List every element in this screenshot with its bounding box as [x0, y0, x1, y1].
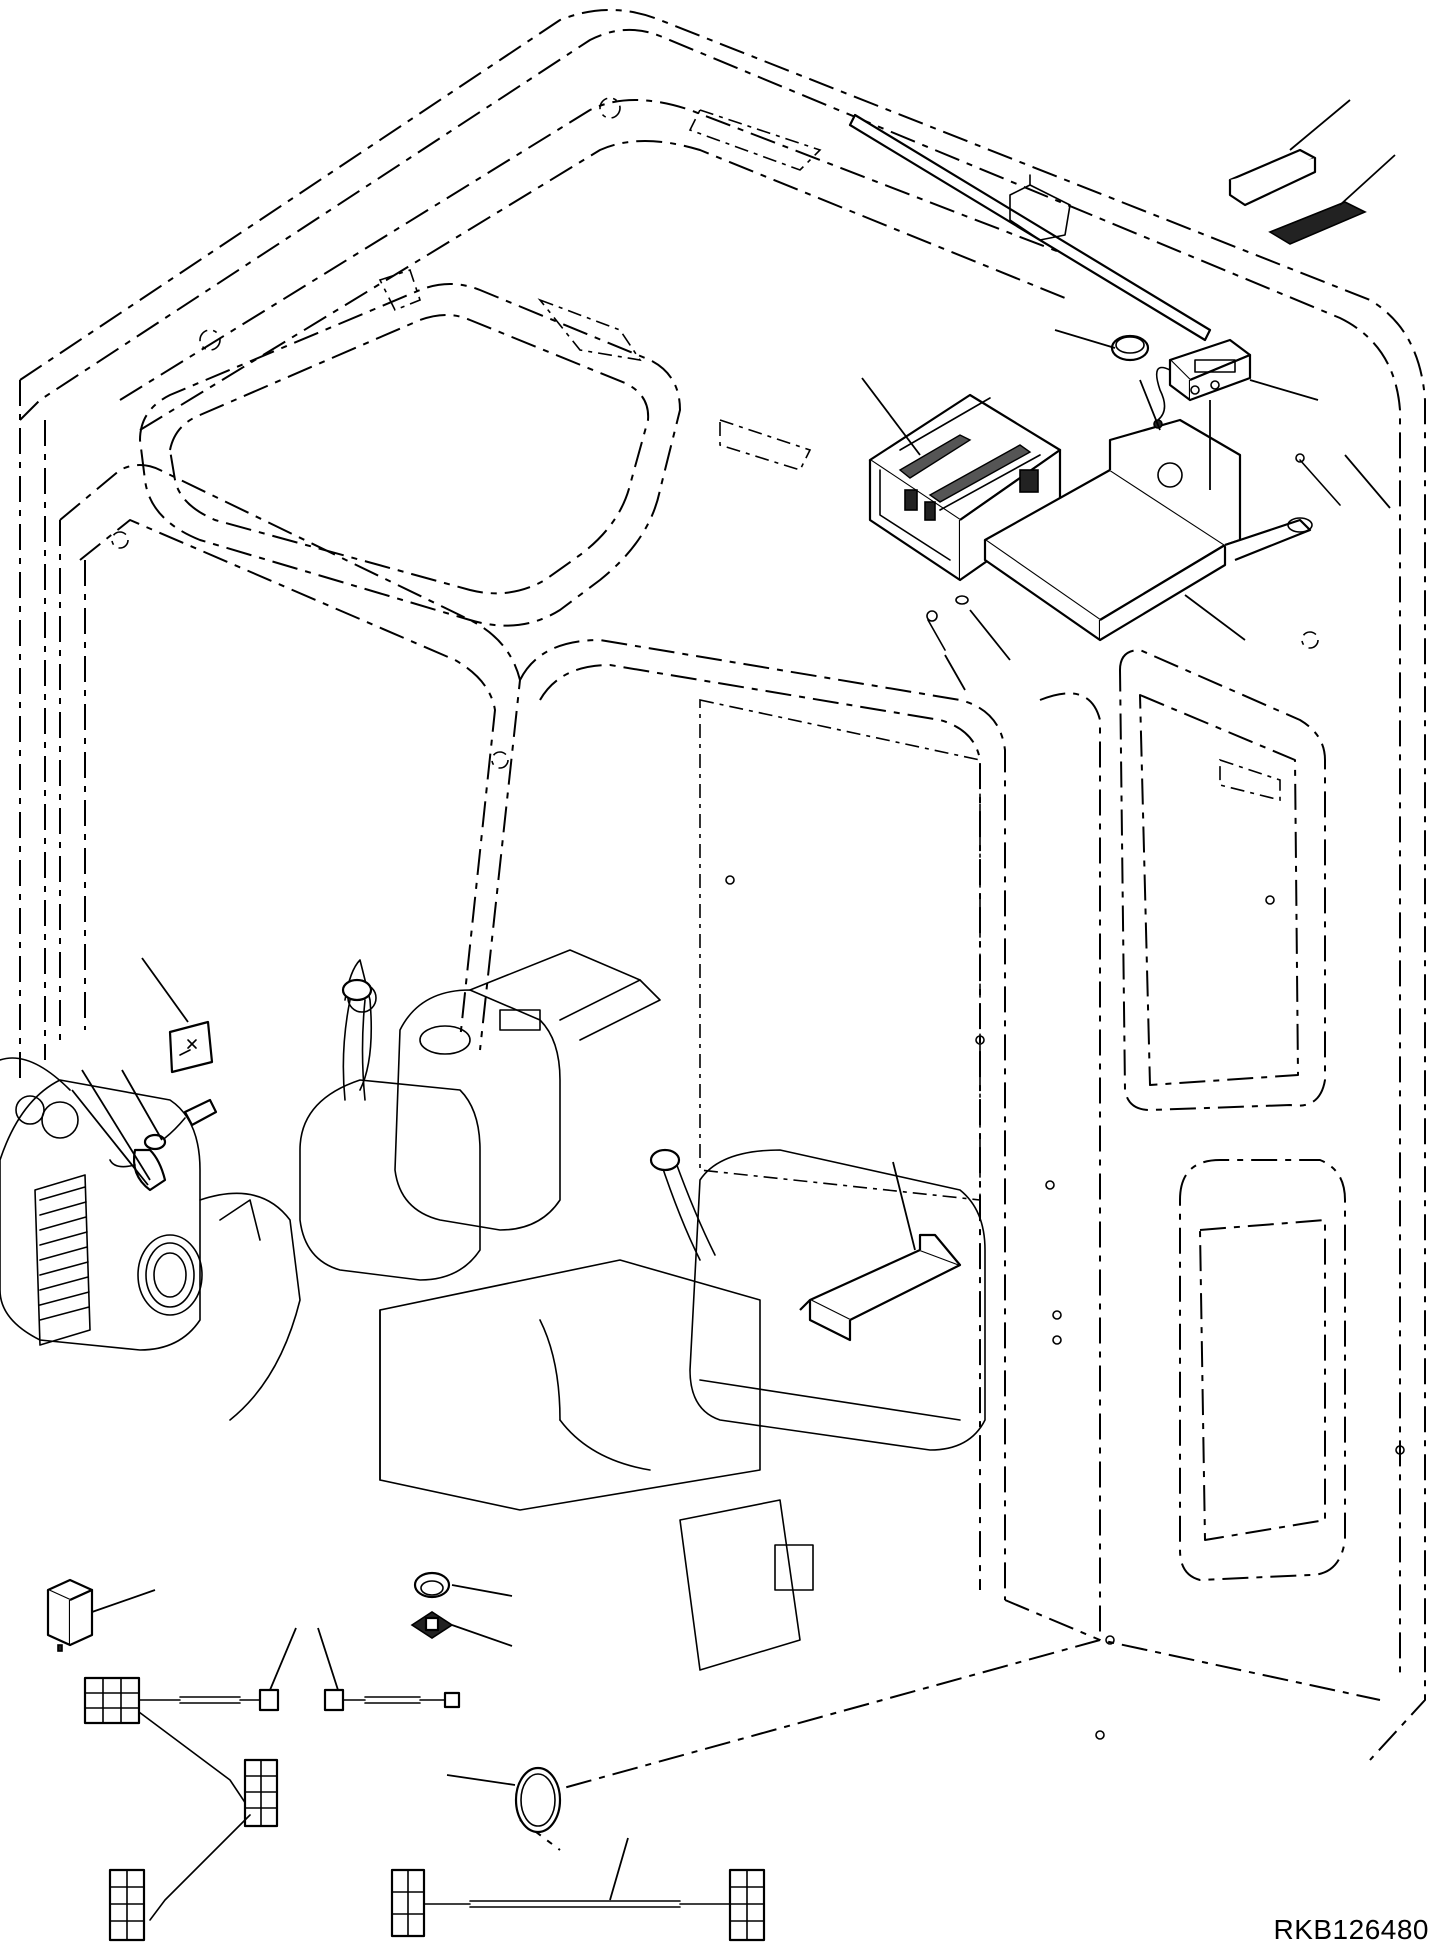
receiver-module — [1153, 338, 1252, 429]
leader-line — [81, 1069, 151, 1181]
connector-12-pin — [83, 1676, 141, 1725]
leader-line — [71, 1089, 149, 1186]
cab-frame-outline — [19, 9, 1426, 1851]
washer — [955, 595, 969, 605]
seat-mount-bracket — [799, 1233, 962, 1342]
switch-connector — [109, 1098, 218, 1192]
operator-seat-base — [379, 1149, 986, 1671]
leader-line — [1139, 379, 1161, 431]
cable-clamp — [413, 1571, 451, 1599]
connector-8-pin-lower — [108, 1868, 146, 1942]
leader-line — [944, 654, 966, 691]
leader-line — [1289, 99, 1351, 151]
relay — [46, 1578, 94, 1652]
leader-line — [1344, 454, 1391, 509]
leader-line — [1339, 154, 1396, 206]
caution-label — [168, 1020, 214, 1074]
leader-line — [451, 1584, 513, 1597]
connector-6-pin-left — [390, 1868, 426, 1938]
leader-line — [1054, 329, 1116, 349]
leader-line — [269, 1627, 297, 1691]
hose-band — [514, 1766, 562, 1834]
leader-line — [91, 1589, 156, 1613]
leader-line — [451, 1624, 513, 1647]
leader-line — [1249, 379, 1319, 401]
round-vent — [137, 1234, 203, 1316]
wiring-harness-left — [83, 1676, 280, 1942]
leader-line — [121, 1069, 163, 1141]
front-left-panel — [0, 1057, 301, 1421]
leader-line — [609, 1837, 629, 1901]
leader-line — [1184, 594, 1246, 641]
leader-line — [861, 377, 921, 456]
wiring-harness-jumper — [323, 1688, 461, 1712]
cab-detail-fasteners — [725, 875, 1405, 1740]
leader-line — [969, 609, 1011, 661]
leader-line — [317, 1627, 339, 1691]
radio-mounting-bracket — [983, 418, 1313, 642]
roof-antenna-strip — [848, 113, 1212, 342]
grommet — [410, 1611, 454, 1639]
mounting-bolt-right — [1295, 453, 1341, 506]
figure-reference-code: RKB126480 — [1273, 1914, 1429, 1945]
leader-line — [892, 1161, 916, 1251]
vent-grille — [34, 1174, 91, 1346]
leader-line — [446, 1774, 516, 1786]
joystick-right — [649, 1148, 716, 1261]
sticker-pad-lower — [1268, 201, 1367, 245]
speaker-cap — [1110, 334, 1150, 362]
leader-line — [141, 957, 189, 1023]
sticker-pad-upper — [1228, 148, 1317, 207]
joystick-left — [341, 978, 373, 1101]
mounting-bolt — [926, 610, 946, 651]
connector-8-pin-right — [728, 1868, 766, 1942]
wiring-harness-bottom — [390, 1868, 766, 1942]
radio-faceplate — [898, 434, 1041, 521]
